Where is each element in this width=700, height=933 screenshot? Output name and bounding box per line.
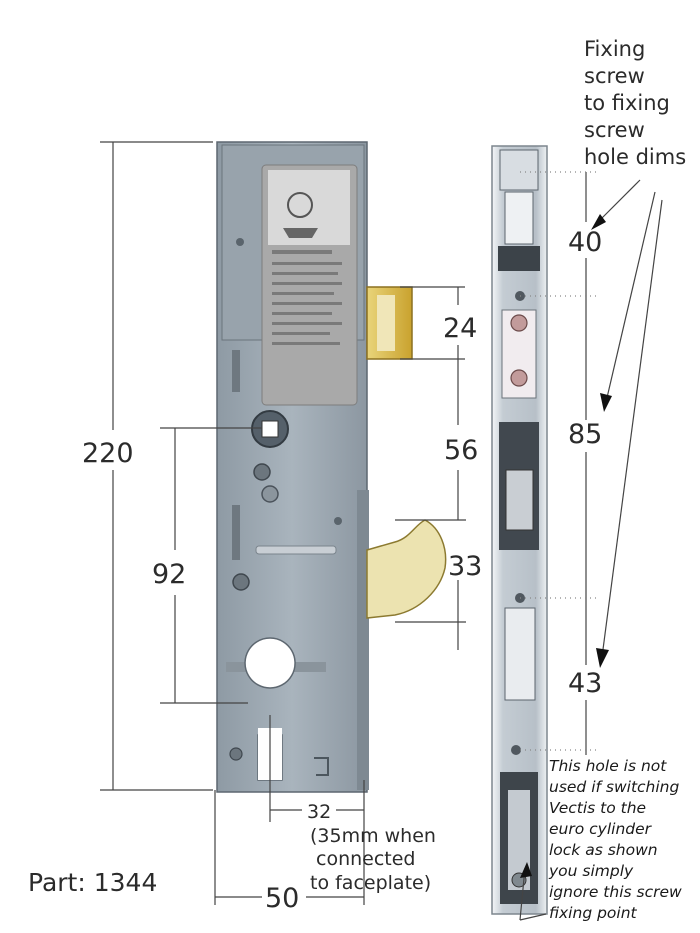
svg-text:Vectis to the: Vectis to the [549,799,646,817]
dim-92-label: 92 [152,559,186,590]
svg-text:lock as shown: lock as shown [549,841,658,859]
svg-text:you simply: you simply [548,862,634,880]
dim-40-label: 40 [568,227,602,258]
svg-text:ignore this screw: ignore this screw [549,883,682,901]
hook-bolt [366,519,447,619]
instruction-label [261,164,358,406]
faceplate [491,145,548,915]
dim-56-label: 56 [444,435,478,466]
svg-text:to fixing: to fixing [584,91,670,115]
dim-32-label: 32 [307,801,331,823]
dim-33-label: 33 [448,551,482,582]
svg-text:connected: connected [316,848,416,870]
svg-text:used if switching: used if switching [549,778,680,796]
part-number: Part: 1344 [28,868,157,897]
backset-note: (35mm when connected to faceplate) [310,825,436,894]
unused-hole-note: This hole is not used if switching Vecti… [548,757,682,922]
svg-text:hole dims: hole dims [584,145,686,169]
fixing-screw-note: Fixing screw to fixing screw hole dims [584,37,686,169]
svg-text:screw: screw [584,64,645,88]
note-arrows [519,179,663,921]
deadbolt [366,286,413,360]
dimension-lines [100,141,600,905]
svg-text:to faceplate): to faceplate) [310,872,431,894]
svg-text:(35mm when: (35mm when [310,825,436,847]
svg-text:screw: screw [584,118,645,142]
svg-text:euro cylinder: euro cylinder [549,820,653,838]
dim-50-label: 50 [265,883,299,914]
svg-text:fixing point: fixing point [549,904,638,922]
svg-text:This hole is not: This hole is not [549,757,667,775]
dim-43-label: 43 [568,668,602,699]
dim-220-label: 220 [82,438,134,469]
spindle-follower [251,410,289,448]
dim-85-label: 85 [568,419,602,450]
svg-text:Fixing: Fixing [584,37,645,61]
dim-24-label: 24 [443,313,477,344]
